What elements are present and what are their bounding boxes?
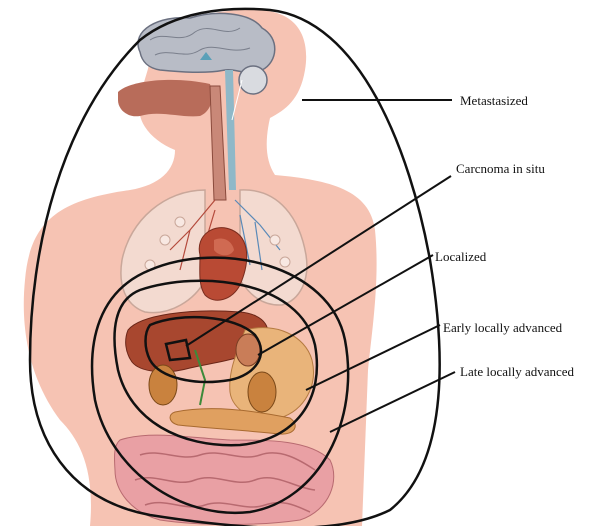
intestines-illustration — [115, 435, 334, 524]
stage-labels: Metastasized Carcnoma in situ Localized … — [435, 93, 575, 379]
brain-icon — [138, 13, 275, 72]
label-localized: Localized — [435, 249, 487, 264]
right-kidney-icon — [248, 372, 276, 412]
label-early-locally-advanced: Early locally advanced — [443, 320, 563, 335]
cerebellum-icon — [239, 66, 267, 94]
label-metastasized: Metastasized — [460, 93, 528, 108]
nasal-cavity-icon — [118, 80, 212, 116]
label-late-locally-advanced: Late locally advanced — [460, 364, 575, 379]
label-carcinoma-in-situ: Carcnoma in situ — [456, 161, 545, 176]
